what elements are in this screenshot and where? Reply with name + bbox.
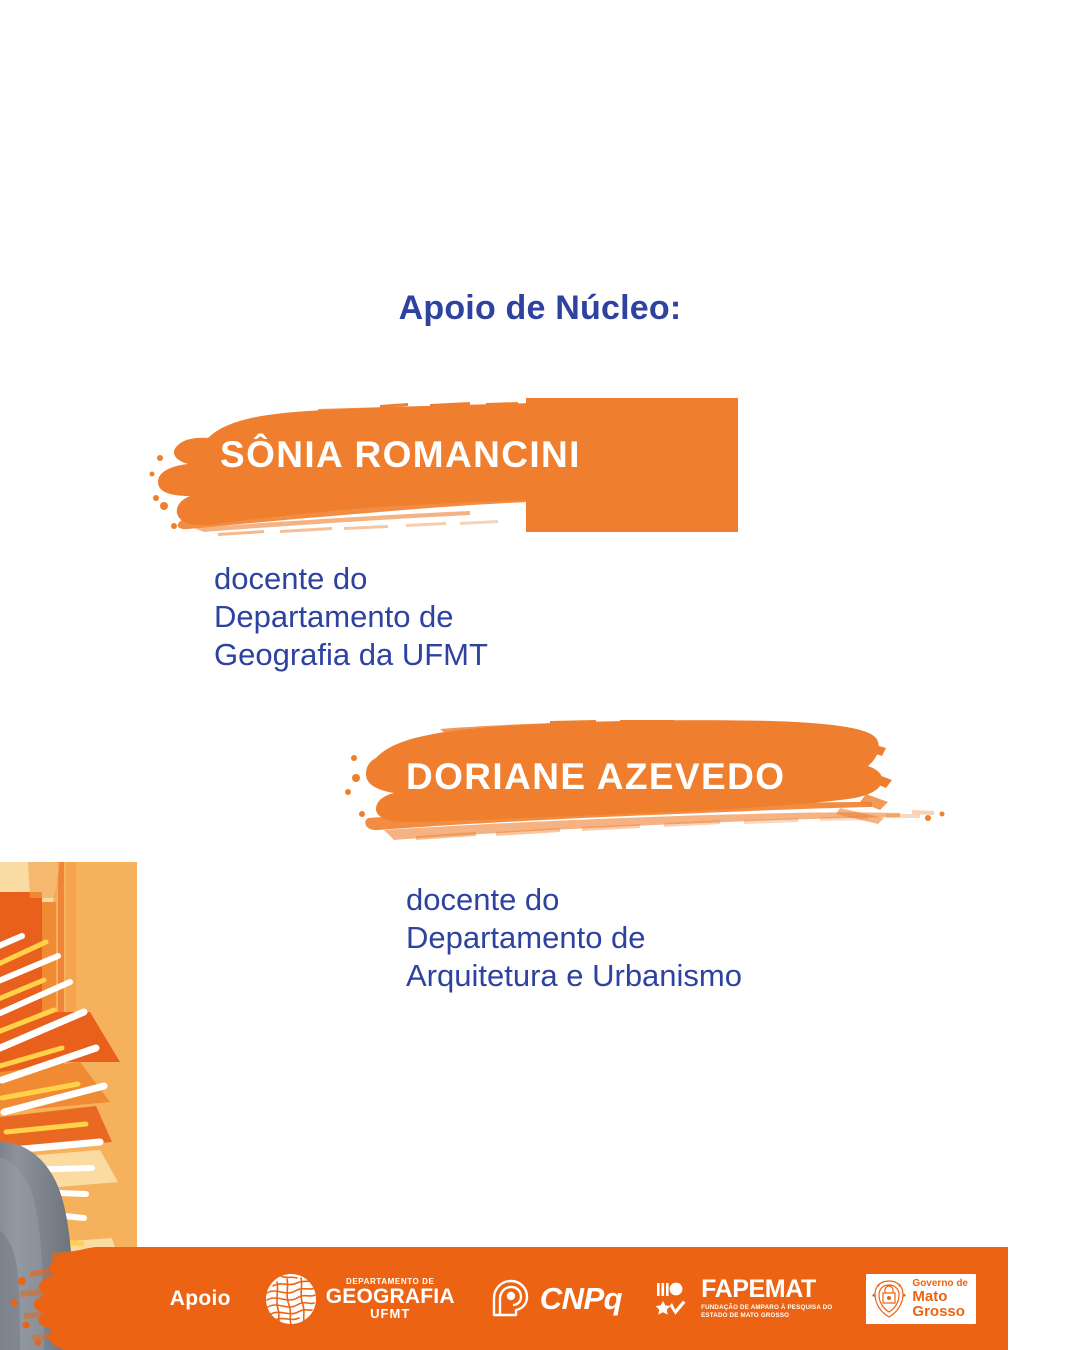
governo-line1: Governo de [912,1277,968,1289]
governo-line3: Grosso [912,1302,965,1320]
cnpq-wordmark: CNPq [539,1280,623,1316]
person-name: SÔNIA ROMANCINI [220,434,581,475]
person-role-sonia-romancini: docente do Departamento de Geografia da … [214,561,488,672]
apoio-label: Apoio [169,1286,231,1310]
fapemat-subtitle: FUNDAÇÃO DE AMPARO À PESQUISA DO ESTADO … [701,1304,833,1319]
mato-grosso-coat-of-arms-icon [872,1279,907,1318]
name-banner-sonia-romancini: SÔNIA ROMANCINI [130,398,750,538]
geografia-circle-icon [265,1273,316,1325]
geografia-line2: GEOGRAFIA [325,1284,455,1308]
geografia-line1: DEPARTAMENTO DE [345,1276,435,1286]
person-role-doriane-azevedo: docente do Departamento de Arquitetura e… [406,882,742,993]
footer-bar: Apoio [0,1247,1008,1350]
person-name: DORIANE AZEVEDO [406,756,786,797]
name-banner-doriane-azevedo: DORIANE AZEVEDO [320,714,960,844]
geografia-line3: UFMT [370,1305,411,1321]
fapemat-logo: FAPEMAT FUNDAÇÃO DE AMPARO À PESQUISA DO… [656,1277,832,1320]
footer-background [10,1247,1008,1350]
page-title: Apoio de Núcleo: [398,289,682,327]
governo-mato-grosso-logo: Governo de Mato Grosso [866,1273,976,1324]
brush-stroke-shape [149,398,738,536]
fapemat-symbol-icon [656,1282,686,1315]
cnpq-head-icon [492,1279,528,1316]
fapemat-wordmark: FAPEMAT [701,1275,816,1303]
geografia-ufmt-logo: DEPARTAMENTO DE GEOGRAFIA UFMT [265,1273,455,1325]
cnpq-logo: CNPq [489,1278,623,1320]
brush-stroke-shape [345,720,945,840]
governo-line2: Mato [912,1287,948,1305]
